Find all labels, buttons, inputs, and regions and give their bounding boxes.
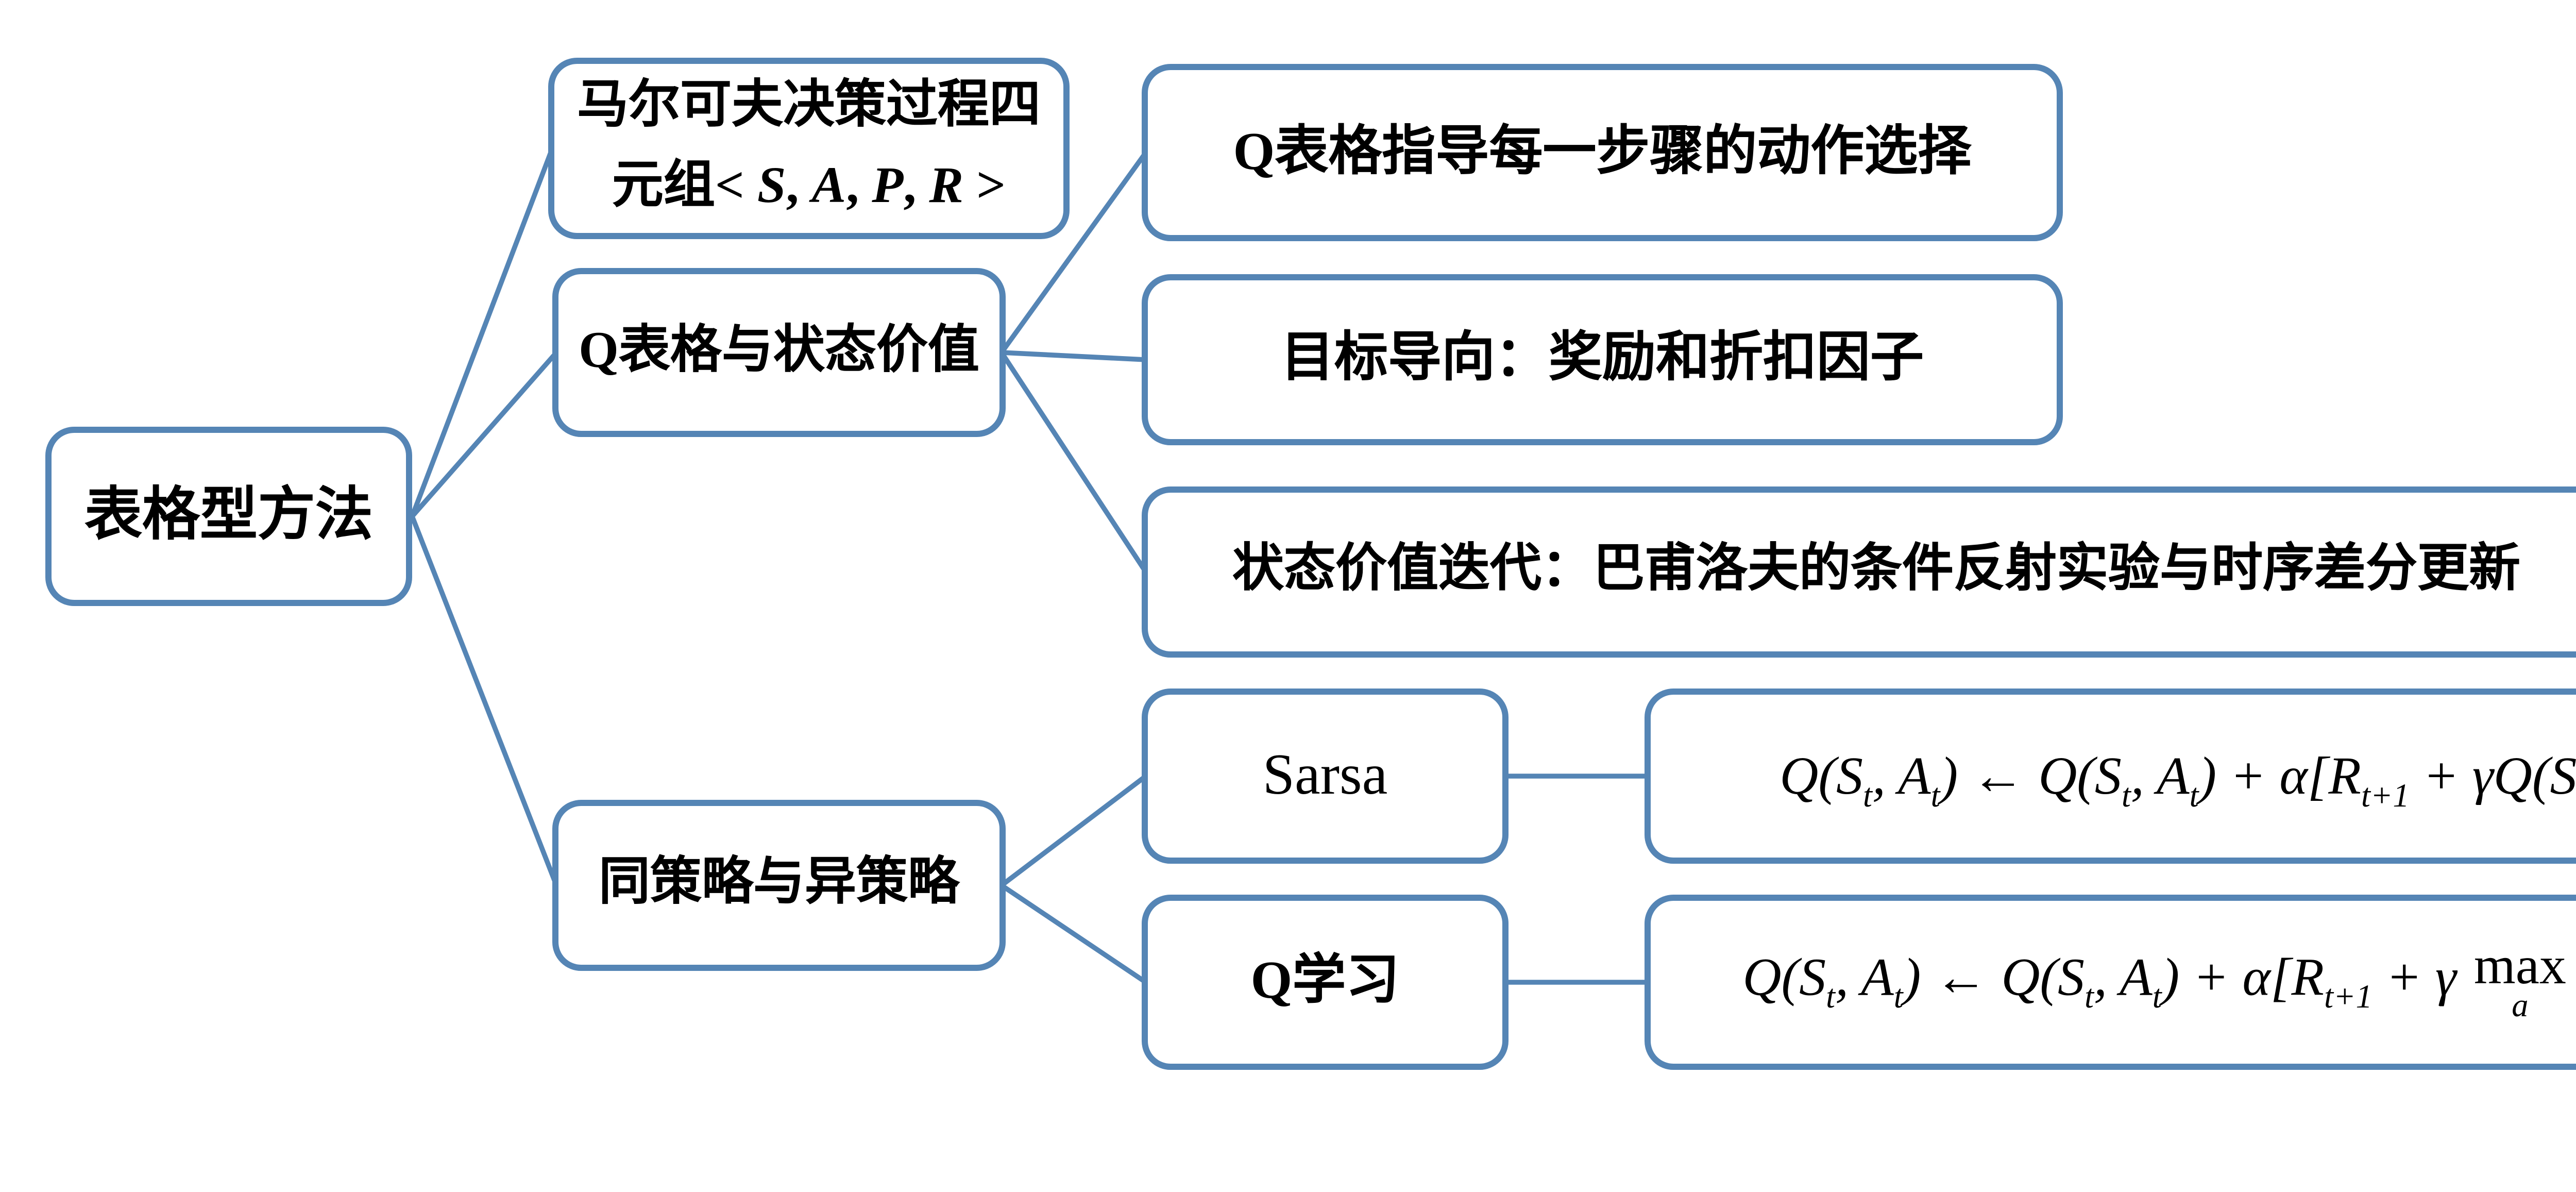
node-q-learning: Q学习	[1142, 895, 1509, 1070]
node-state-value-iteration-label: 状态价值迭代：巴甫洛夫的条件反射实验与时序差分更新	[1232, 542, 2520, 598]
node-q-table-state-value-label: Q表格与状态价值	[579, 323, 979, 379]
connector-line	[1000, 883, 1147, 984]
node-tabular-methods: 表格型方法	[45, 427, 412, 606]
node-goal-oriented: 目标导向：奖励和折扣因子	[1142, 274, 2063, 445]
node-sarsa: Sarsa	[1142, 689, 1509, 864]
node-tabular-methods-label: 表格型方法	[84, 484, 373, 548]
connector-line	[999, 151, 1148, 354]
node-state-value-iteration: 状态价值迭代：巴甫洛夫的条件反射实验与时序差分更新	[1142, 486, 2576, 658]
connector-line	[410, 147, 555, 517]
sarsa-update-formula: Q(St, At) ← Q(St, At) + α[Rt+1 + γQ(St+1…	[1780, 746, 2576, 815]
node-q-table-state-value: Q表格与状态价值	[552, 268, 1006, 437]
connector-line	[1000, 774, 1147, 887]
node-mdp-tuple-label: 马尔可夫决策过程四元组< S, A, P, R >	[577, 79, 1041, 214]
node-q-table-guides-action-label: Q表格指导每一步骤的动作选择	[1233, 121, 1972, 181]
node-q-table-guides-action: Q表格指导每一步骤的动作选择	[1142, 64, 2063, 241]
connector-line	[410, 350, 558, 518]
connector-line	[410, 515, 559, 886]
node-on-policy-off-policy: 同策略与异策略	[552, 800, 1006, 971]
node-sarsa-label: Sarsa	[1262, 744, 1388, 808]
node-goal-oriented-label: 目标导向：奖励和折扣因子	[1280, 328, 1924, 389]
node-sarsa-formula: Q(St, At) ← Q(St, At) + α[Rt+1 + γQ(St+1…	[1645, 689, 2576, 864]
connector-line	[1001, 350, 1146, 362]
node-on-policy-off-policy-label: 同策略与异策略	[598, 855, 959, 912]
node-q-learning-label: Q学习	[1250, 951, 1400, 1011]
node-mdp-tuple: 马尔可夫决策过程四元组< S, A, P, R >	[548, 58, 1070, 239]
connector-line	[999, 351, 1148, 574]
